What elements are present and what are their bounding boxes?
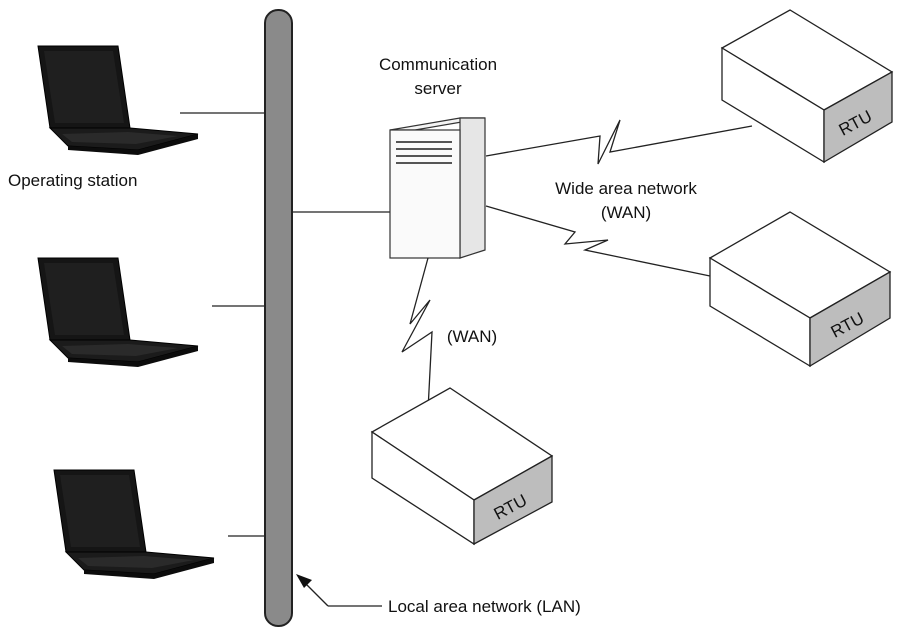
operating-station-label: Operating station (8, 171, 137, 190)
laptop-icon (37, 257, 199, 368)
rtu-box-icon: RTU (370, 387, 554, 546)
lan-bus (264, 9, 293, 627)
laptop-icon (37, 45, 199, 156)
rtu-box-icon: RTU (708, 211, 892, 368)
wan-link-middle (485, 205, 711, 277)
server-tower-icon (389, 117, 486, 259)
comm-server-label-line2: server (414, 79, 462, 98)
wan-link-lower (401, 257, 433, 411)
wan-label-line1: Wide area network (555, 179, 697, 198)
wan-link-upper (485, 119, 753, 165)
wan-short-label: (WAN) (447, 327, 497, 346)
rtu-box-icon: RTU (720, 9, 894, 164)
wan-label-line2: (WAN) (601, 203, 651, 222)
lan-label: Local area network (LAN) (388, 597, 581, 616)
comm-server-label-line1: Communication (379, 55, 497, 74)
arrowhead-icon (296, 574, 312, 588)
laptop-icon (53, 469, 215, 580)
